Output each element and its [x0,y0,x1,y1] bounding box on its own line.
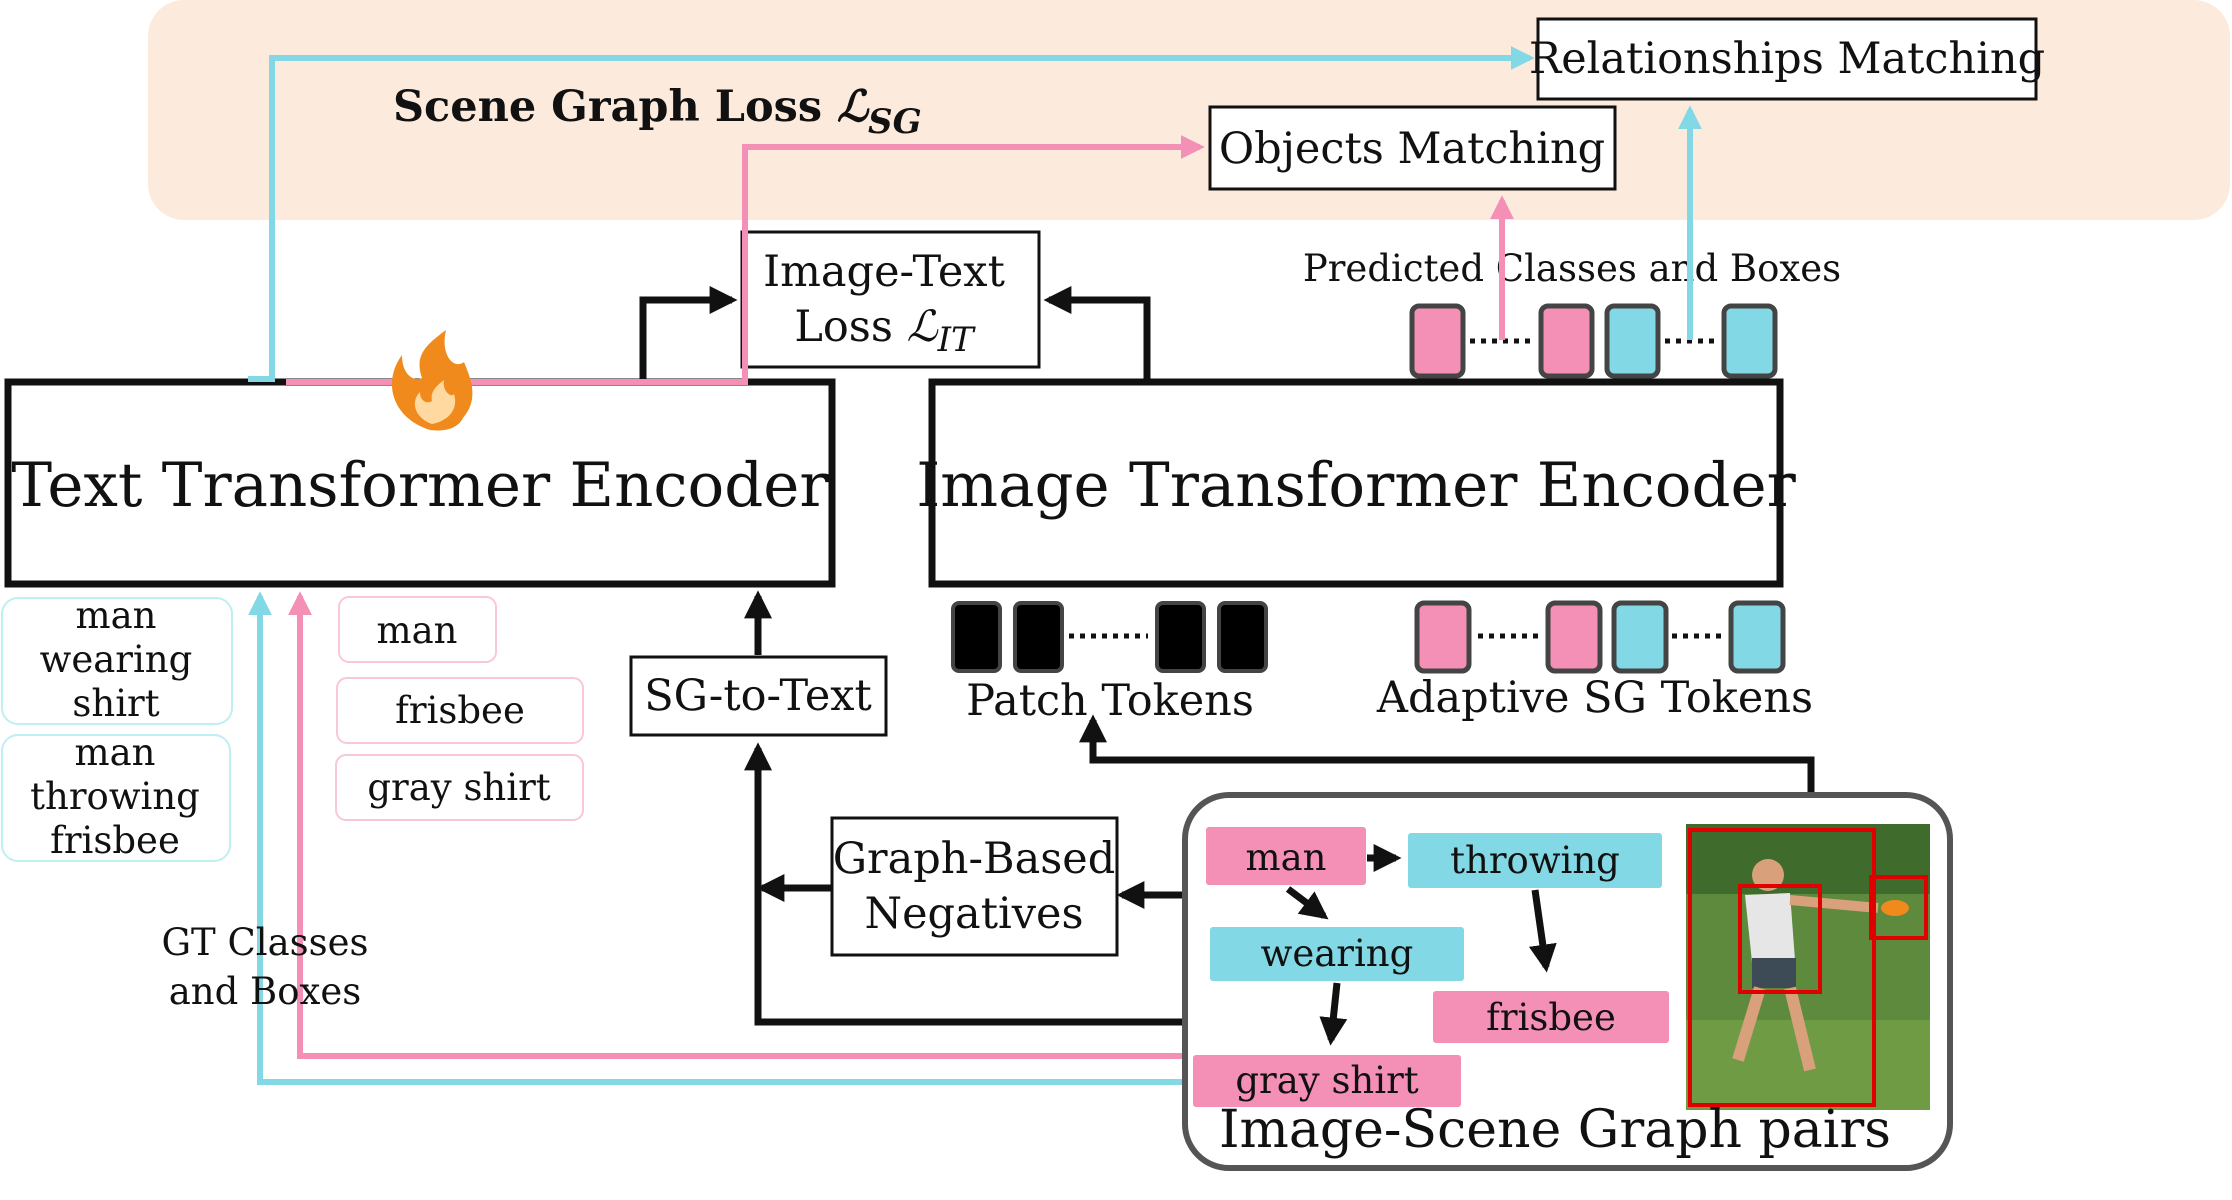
svg-text:wearing: wearing [40,638,193,681]
svg-text:throwing: throwing [30,775,200,818]
sg-to-text-box [629,655,888,737]
caption-chip: man wearing shirt [1,594,233,725]
flame-icon [391,330,473,431]
caption-chip: man throwing frisbee [1,731,231,862]
sg-node-throwing [1408,833,1662,888]
svg-text:shirt: shirt [72,682,159,725]
image-encoder-box [928,378,1784,588]
object-chip: man [338,596,497,663]
svg-text:frisbee: frisbee [395,689,525,732]
sg-node-wearing-label: wearing [1261,932,1414,975]
objects-matching-box [1208,105,1617,191]
text-to-itloss-arrow [639,286,738,379]
adaptive-relation-token [1611,600,1669,674]
relationships-matching-label: Relationships Matching [1529,34,2045,84]
relation-loss-arrow [248,46,1535,382]
predicted-relation-token [1604,303,1661,379]
sg-node-wearing [1210,927,1464,981]
gt-classes-label-line2: and Boxes [169,970,362,1013]
image-encoder-label: Image Transformer Encoder [916,450,1796,521]
graph-negatives-line2: Negatives [864,889,1083,939]
graph-negatives-line1: Graph-Based [833,834,1116,884]
sg-node-man-label: man [1246,836,1327,879]
patch-token [1217,601,1268,673]
pairs-label: Image-Scene Graph pairs [1219,1100,1891,1160]
sg-node-frisbee-label: frisbee [1486,996,1616,1039]
svg-text:gray shirt: gray shirt [367,766,550,809]
patch-token [951,601,1002,673]
relationships-matching-box [1536,17,2038,101]
object-chip: frisbee [336,677,584,744]
image-text-loss-box [740,230,1041,369]
gt-relations-arrow [248,591,1190,1085]
pairs-to-patch-arrow [1079,714,1815,795]
object-chip: gray shirt [335,754,584,821]
pairs-to-sgtext-arrow [744,742,1185,1026]
predicted-classes-label: Predicted Classes and Boxes [1303,247,1841,290]
predicted-object-token [1409,303,1466,379]
sg-edge [1528,889,1557,973]
patch-token [1013,601,1064,673]
gt-classes-label-line1: GT Classes [161,921,368,964]
sg-node-gray-shirt-label: gray shirt [1235,1059,1418,1102]
svg-text:man: man [377,609,458,652]
svg-text:man: man [75,731,156,774]
sg-node-frisbee [1433,991,1669,1043]
sg-to-text-label: SG-to-Text [644,671,872,721]
adaptive-object-token [1545,600,1603,674]
object-loss-arrow [286,135,1205,385]
image-text-loss-line1: Image-Text [763,247,1005,297]
sg-edge [1319,982,1348,1046]
sg-node-man [1206,827,1366,885]
patch-token [1155,601,1206,673]
adaptive-object-token [1414,600,1472,674]
image-to-itloss-arrow [1043,286,1151,379]
svg-text:frisbee: frisbee [50,819,180,862]
adaptive-relation-token [1728,600,1786,674]
gt-objects-arrow [288,591,1190,1059]
sg-node-gray-shirt [1193,1055,1461,1107]
image-text-loss-line2: Loss ℒIT [794,302,976,360]
sg-edge [1285,886,1329,920]
text-encoder-label: Text Transformer Encoder [11,450,829,521]
adaptive-tokens-label: Adaptive SG Tokens [1376,673,1813,723]
svg-text:man: man [76,594,157,637]
predicted-object-token [1538,303,1595,379]
objects-matching-label: Objects Matching [1219,124,1605,174]
sg-node-throwing-label: throwing [1450,839,1620,882]
scene-graph-loss-title: Scene Graph Loss ℒSG [393,82,922,142]
patch-tokens-label: Patch Tokens [966,676,1254,726]
predicted-relation-token [1721,303,1778,379]
graph-negatives-box [830,816,1119,957]
frisbee-photo [1686,824,1930,1110]
